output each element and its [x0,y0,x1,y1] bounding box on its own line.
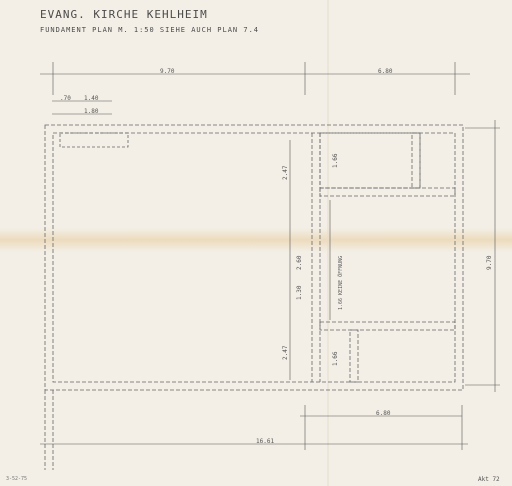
internal-wall [311,133,321,382]
dim-small-b: 1.40 [84,95,99,102]
dim-small-c: 1.80 [84,108,99,115]
dim-small-a: .70 [60,95,71,102]
dim-bottom-total: 16.61 [256,438,275,445]
dim-vertical-4: 2.60 [296,255,303,270]
dim-vertical-3: 1.66 [332,153,339,168]
dim-vertical-5: 1.30 [296,285,303,300]
dim-vertical-1: 2.47 [282,165,289,180]
dim-top-right: 6.80 [378,68,393,75]
archive-stamp-right: Akt 72 [478,476,500,483]
dim-top-left: 9.70 [160,68,175,75]
dim-vertical-2: 2.47 [282,345,289,360]
dim-vertical-6: 1.66 [332,351,339,366]
drawing-subtitle: FUNDAMENT PLAN M. 1:50 SIEHE AUCH PLAN 7… [40,26,260,34]
right-rooms [319,132,456,383]
drawing-title: EVANG. KIRCHE KEHLHEIM [40,8,208,21]
water-stain [0,228,512,252]
left-wall-extension [44,390,54,470]
dimension-lines [40,62,500,450]
outer-foundation-wall [44,124,464,391]
archive-stamp-left: 3-52-75 [6,476,28,482]
dim-right-total: 9.70 [486,255,493,270]
dim-bottom-right: 6.80 [376,410,391,417]
note-vertical: 1.66 KEINE ÖFFNUNG [338,255,344,310]
top-left-bay [59,132,129,148]
